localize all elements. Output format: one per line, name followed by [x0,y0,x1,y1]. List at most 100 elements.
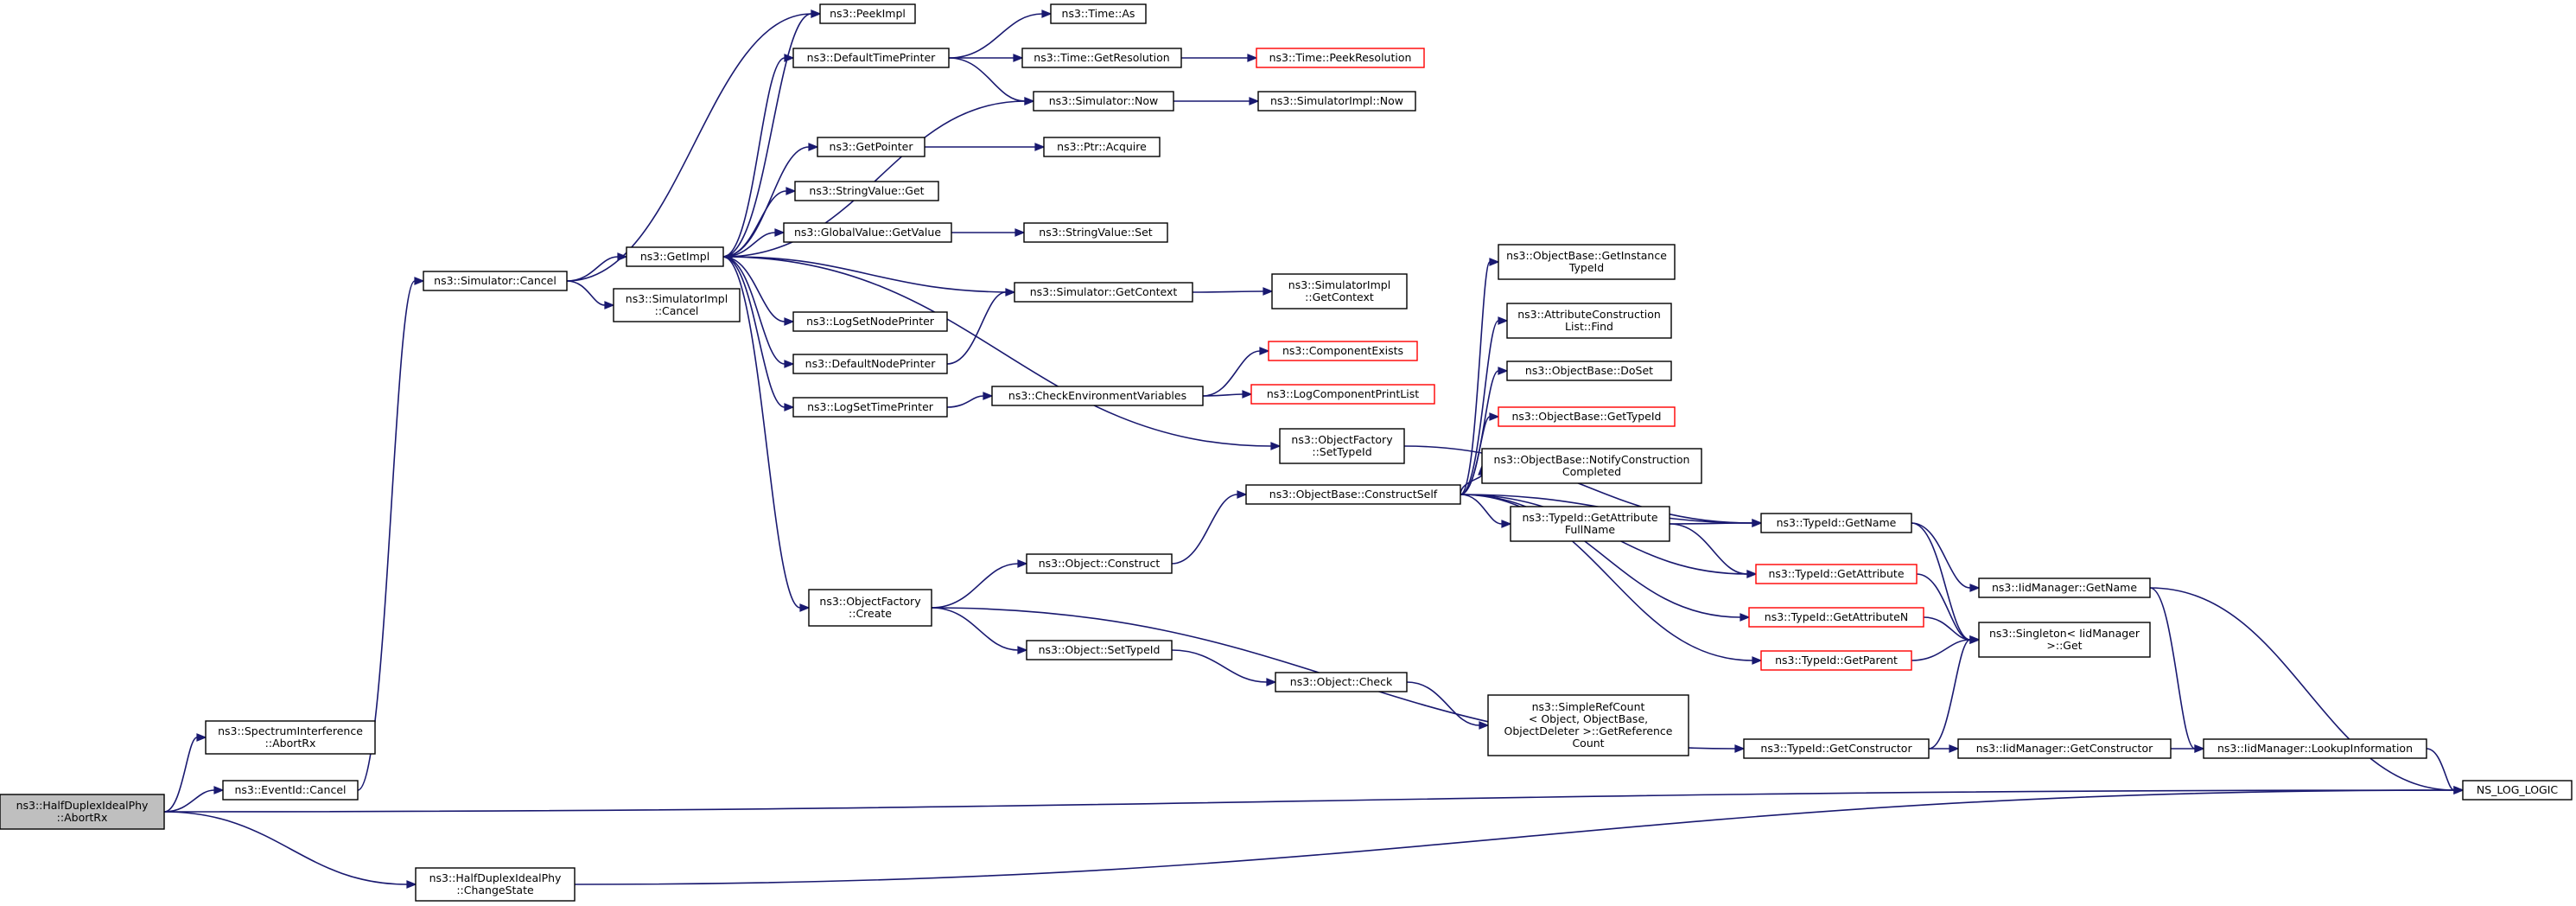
node-label: ::Create [849,607,892,620]
node-object-construct[interactable]: ns3::Object::Construct [1026,553,1173,574]
node-label: ns3::PeekImpl [830,7,906,20]
node-sim-cancel[interactable]: ns3::Simulator::Cancel [423,271,568,291]
arrowhead [1752,656,1763,665]
node-label: ObjectDeleter >::GetReference [1504,724,1672,737]
node-root[interactable]: ns3::HalfDuplexIdealPhy::AbortRx [0,794,165,830]
node-typeid-getattributen[interactable]: ns3::TypeId::GetAttributeN [1748,607,1924,628]
node-singleton-get[interactable]: ns3::Singleton< IidManager>::Get [1978,622,2151,658]
node-box [1014,282,1193,303]
node-iidmanager-getname[interactable]: ns3::IidManager::GetName [1978,577,2151,598]
call-edge-object_check-to-simplerefcount [1406,681,1490,730]
node-label: ::AbortRx [265,737,316,750]
node-getpointer[interactable]: ns3::GetPointer [817,137,925,157]
edge-line [163,789,2455,813]
node-label: NS_LOG_LOGIC [2477,783,2559,796]
node-checkenv[interactable]: ns3::CheckEnvironmentVariables [991,386,1204,406]
node-time-getres[interactable]: ns3::Time::GetResolution [1021,48,1182,68]
node-label: ns3::Object::SetTypeId [1039,643,1161,656]
node-stringvalue-get[interactable]: ns3::StringValue::Get [794,181,939,201]
node-doset[interactable]: ns3::ObjectBase::DoSet [1506,360,1672,381]
arrowhead [1249,97,1260,105]
node-simplerefcount[interactable]: ns3::SimpleRefCount< Object, ObjectBase,… [1487,694,1689,756]
node-simimpl-now[interactable]: ns3::SimulatorImpl::Now [1257,91,1416,112]
node-box [783,222,952,243]
node-typeid-getattribute[interactable]: ns3::TypeId::GetAttribute [1755,564,1918,584]
node-label: >::Get [2046,639,2082,652]
node-objbase-gettypeid[interactable]: ns3::ObjectBase::GetTypeId [1498,406,1676,427]
call-edge-constructself-to-typeid_getattributen [1460,494,1751,622]
node-label: ns3::TypeId::GetAttributeN [1765,610,1908,623]
node-object-check[interactable]: ns3::Object::Check [1275,672,1408,692]
call-edge-iidmanager_getname-to-ns_log_logic [2149,587,2465,794]
node-globalvalue-getvalue[interactable]: ns3::GlobalValue::GetValue [783,222,952,243]
node-spec-abort[interactable]: ns3::SpectrumInterference::AbortRx [205,720,376,755]
arrowhead [1734,744,1746,753]
node-label: ::GetContext [1305,290,1374,303]
node-label: ns3::SimulatorImpl [1288,278,1390,291]
node-changestate[interactable]: ns3::HalfDuplexIdealPhy::ChangeState [415,867,576,902]
edge-line [1460,474,1483,495]
node-ns-log-logic[interactable]: NS_LOG_LOGIC [2462,780,2573,801]
arrowhead [406,880,417,889]
edge-line [946,291,1007,365]
node-iidmanager-lookupinfo[interactable]: ns3::IidManager::LookupInformation [2203,738,2427,759]
node-sim-getcontext[interactable]: ns3::Simulator::GetContext [1014,282,1193,303]
node-defaultnodeprinter[interactable]: ns3::DefaultNodePrinter [792,354,948,374]
edge-line [1460,494,1753,661]
node-time-peekres[interactable]: ns3::Time::PeekResolution [1256,48,1425,68]
node-logsetnodeprinter[interactable]: ns3::LogSetNodePrinter [792,311,948,332]
arrowhead [1259,347,1270,355]
arrowhead [1242,390,1253,399]
node-getimpl[interactable]: ns3::GetImpl [626,246,724,267]
node-label: ::AbortRx [57,811,108,824]
node-defaulttimeprinter[interactable]: ns3::DefaultTimePrinter [792,48,950,68]
node-box [1256,48,1425,68]
node-box [1743,738,1930,759]
node-simimpl-cancel[interactable]: ns3::SimulatorImpl::Cancel [613,288,741,322]
node-sim-now[interactable]: ns3::Simulator::Now [1033,91,1174,112]
node-box [1257,91,1416,112]
call-edge-sim_cancel-to-simimpl_cancel [566,280,615,309]
node-objfactory-settypeid[interactable]: ns3::ObjectFactory::SetTypeId [1279,428,1405,464]
node-objfactory-create[interactable]: ns3::ObjectFactory::Create [808,589,932,627]
node-ptr-acquire[interactable]: ns3::Ptr::Acquire [1043,137,1161,157]
node-box [1978,577,2151,598]
edge-line [2149,587,2455,791]
node-typeid-getname[interactable]: ns3::TypeId::GetName [1760,513,1912,533]
call-edge-defaulttimeprinter-to-time_as [948,10,1053,59]
call-edge-getimpl-to-stringvalue_get [722,187,797,258]
node-stringvalue-set[interactable]: ns3::StringValue::Set [1023,222,1168,243]
node-componentexists[interactable]: ns3::ComponentExists [1268,341,1418,361]
node-typeid-getconstructor[interactable]: ns3::TypeId::GetConstructor [1743,738,1930,759]
node-iidmanager-getconstructor[interactable]: ns3::IidManager::GetConstructor [1957,738,2172,759]
call-edge-root-to-eventid_cancel [163,786,225,813]
node-object-settypeid[interactable]: ns3::Object::SetTypeId [1026,640,1173,660]
node-label: ns3::HalfDuplexIdealPhy [16,799,149,812]
node-box [1271,273,1408,309]
node-label: ns3::Singleton< IidManager [1989,627,2140,640]
node-eventid-cancel[interactable]: ns3::EventId::Cancel [222,780,359,801]
node-typeid-getparent[interactable]: ns3::TypeId::GetParent [1760,650,1912,671]
node-logsettimeprinter[interactable]: ns3::LogSetTimePrinter [792,397,948,418]
arrowhead [196,733,207,742]
arrowhead [1498,367,1509,375]
node-logcomponentprintlist[interactable]: ns3::LogComponentPrintList [1250,384,1435,405]
node-time-as[interactable]: ns3::Time::As [1050,3,1147,24]
node-label: ns3::Simulator::GetContext [1030,285,1178,298]
node-simimpl-getcontext[interactable]: ns3::SimulatorImpl::GetContext [1271,273,1408,309]
arrowhead [808,143,819,151]
node-box [2462,780,2573,801]
arrowhead [784,360,795,368]
call-edge-sim_cancel-to-getimpl [566,252,628,282]
call-edge-typeid_getattrfullname-to-typeid_getattribute [1669,523,1758,578]
node-notifyconstruction[interactable]: ns3::ObjectBase::NotifyConstructionCompl… [1481,448,1702,484]
arrowhead [1013,54,1024,62]
node-constructself[interactable]: ns3::ObjectBase::ConstructSelf [1245,484,1461,505]
node-peekimpl[interactable]: ns3::PeekImpl [819,3,916,24]
call-edge-iidmanager_getconstructor-to-iidmanager_lookupinfo [2170,744,2205,753]
edge-line [1403,445,1753,524]
